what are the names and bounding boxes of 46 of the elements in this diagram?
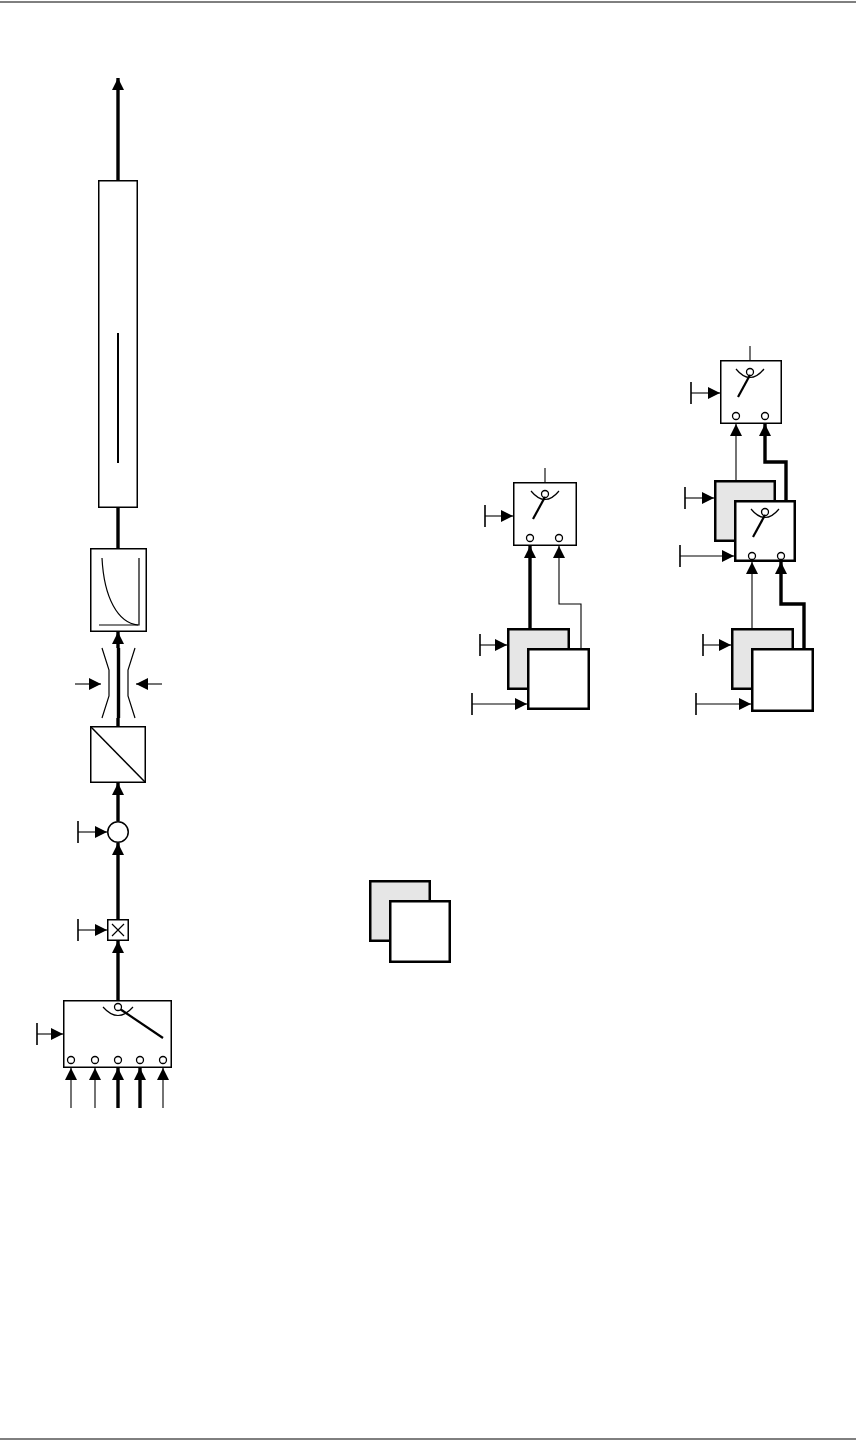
line [544,467,546,483]
control-arrow [702,633,732,657]
arrow [134,1068,146,1108]
filter-block [90,548,147,632]
arrow [775,562,806,648]
arrow [89,1067,101,1109]
line [116,718,120,726]
arrow [759,424,788,500]
arrow [112,941,124,1000]
multiplier-block [107,919,129,941]
control-arrow [77,820,108,844]
arrow [730,423,742,481]
arrow [112,632,124,648]
arrow [65,1067,77,1109]
control-arrow [77,918,108,942]
selector-switch [63,1000,172,1068]
arrow [74,678,102,690]
control-arrow [471,692,528,716]
stacked-block [751,648,814,712]
arrow [157,1067,169,1109]
arrow [112,843,124,919]
control-arrow [36,1022,64,1046]
arrow [135,678,163,690]
control-arrow [690,381,721,405]
arrow [112,1068,124,1108]
arrow [553,545,582,649]
fader-bar [98,180,138,508]
line [749,345,751,361]
arrow [112,78,124,180]
stacked-block [527,648,590,710]
control-arrow [695,692,752,716]
line [116,508,120,548]
converter-block [90,726,146,783]
control-arrow [684,486,715,510]
summing-circle [107,821,129,843]
arrow [746,561,758,629]
switch-block [720,360,782,424]
stacked-block [389,900,451,963]
control-arrow [484,504,514,528]
control-arrow [679,544,735,568]
switch-block [734,500,796,562]
compressor-symbol [101,648,136,718]
arrow [112,783,124,821]
control-arrow [479,633,508,657]
switch-block [513,482,577,546]
arrow [524,546,536,628]
